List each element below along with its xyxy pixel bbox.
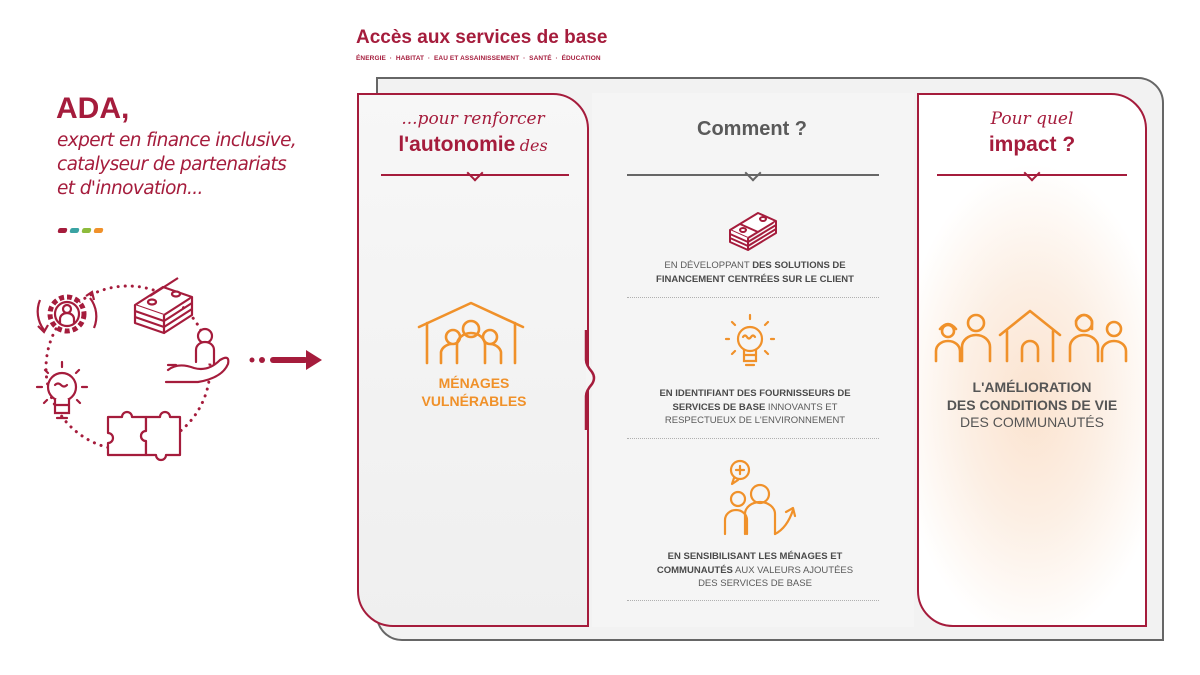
how-item-2-normal2: INNOVANTS ET	[765, 401, 838, 413]
left-panel-title: l'autonomie des	[359, 133, 587, 157]
section-subtitle: ÉNERGIE · HABITAT · EAU ET ASSAINISSEMEN…	[356, 55, 601, 62]
community-house-icon	[934, 309, 1128, 363]
left-panel: ...pour renforcer l'autonomie des	[357, 93, 589, 627]
how-separator-1	[627, 297, 879, 298]
left-panel-title-bold: l'autonomie	[398, 133, 516, 156]
left-panel-bump	[584, 330, 596, 430]
middle-divider	[627, 174, 879, 176]
tagline-line-3: et d'innovation...	[57, 178, 203, 199]
how-item-1-bold2: FINANCEMENT CENTRÉES SUR LE CLIENT	[656, 273, 854, 285]
right-panel-title-italic: Pour quel	[990, 109, 1074, 129]
how-item-3-bold1: EN SENSIBILISANT LES MÉNAGES ET	[667, 551, 843, 562]
how-item-3-bold2: COMMUNAUTÉS	[656, 564, 733, 576]
right-divider	[937, 174, 1127, 176]
intro-title: ADA,	[56, 92, 130, 125]
puzzle-icon	[106, 410, 182, 462]
how-item-3: EN SENSIBILISANT LES MÉNAGES ET COMMUNAU…	[610, 550, 900, 591]
section-title: Accès aux services de base	[356, 27, 608, 48]
left-divider	[381, 174, 569, 176]
right-panel-title-bold: impact ?	[988, 133, 1076, 156]
house-family-icon	[417, 301, 525, 365]
lightbulb-icon	[724, 313, 776, 367]
menages-label: MÉNAGES VULNÉRABLES	[360, 374, 588, 410]
how-item-2-bold1: EN IDENTIFIANT DES FOURNISSEURS DE	[659, 388, 851, 399]
impact-line-1: L'AMÉLIORATION	[972, 379, 1092, 395]
how-item-1-bold1: DES SOLUTIONS DE	[752, 260, 846, 271]
left-panel-title-suffix: des	[519, 136, 548, 155]
money-stack-icon	[133, 277, 194, 335]
tagline-line-1: expert en finance inclusive,	[57, 130, 297, 151]
lightbulb-icon	[35, 360, 89, 420]
middle-title: Comment ?	[697, 118, 807, 140]
intro-tagline: expert en finance inclusive, catalyseur …	[57, 129, 297, 201]
impact-label: L'AMÉLIORATION DES CONDITIONS DE VIE DES…	[917, 379, 1147, 432]
people-growth-icon	[723, 459, 797, 536]
menages-line-2: VULNÉRABLES	[421, 393, 527, 409]
right-divider-notch	[1023, 164, 1041, 182]
menages-line-1: MÉNAGES	[438, 375, 510, 391]
how-item-3-normal3: DES SERVICES DE BASE	[698, 578, 812, 589]
how-item-2-bold2: SERVICES DE BASE	[672, 401, 766, 413]
tagline-line-2: catalyseur de partenariats	[57, 154, 287, 175]
how-item-2: EN IDENTIFIANT DES FOURNISSEURS DE SERVI…	[610, 387, 900, 428]
how-item-1-normal: EN DÉVELOPPANT	[664, 260, 753, 271]
how-item-3-normal2: AUX VALEURS AJOUTÉES	[732, 564, 854, 576]
impact-line-2: DES CONDITIONS DE VIE	[946, 396, 1118, 413]
how-separator-3	[627, 600, 879, 601]
hand-person-icon	[164, 327, 230, 384]
innovation-cycle-diagram	[35, 277, 322, 462]
left-panel-title-italic: ...pour renforcer	[401, 109, 545, 129]
gear-person-icon	[36, 290, 98, 334]
right-panel: Pour quel impact ?	[917, 93, 1147, 627]
how-item-1: EN DÉVELOPPANT DES SOLUTIONS DE FINANCEM…	[610, 259, 900, 286]
how-separator-2	[627, 438, 879, 439]
arrow-right-icon	[249, 350, 322, 370]
left-divider-notch	[466, 164, 484, 182]
impact-line-3: DES COMMUNAUTÉS	[960, 414, 1104, 430]
how-item-2-normal3: RESPECTUEUX DE L'ENVIRONNEMENT	[664, 415, 846, 426]
money-stack-icon	[729, 212, 777, 251]
